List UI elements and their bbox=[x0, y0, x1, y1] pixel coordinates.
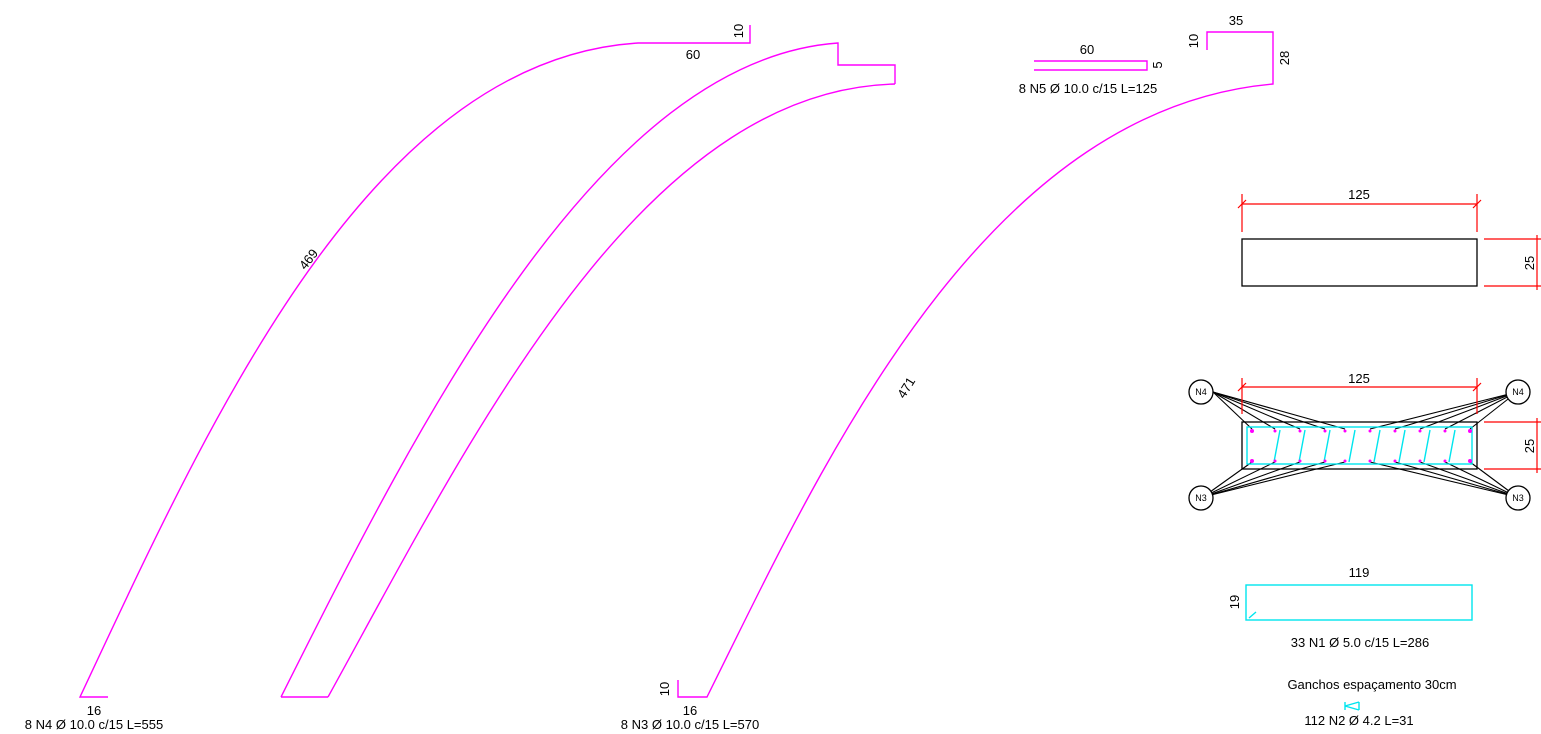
section-detail-ties bbox=[1273, 429, 1456, 463]
bar-n4: 10 60 469 16 8 N4 Ø 10.0 c/15 L=555 bbox=[25, 24, 751, 732]
bar-n5-dim-length: 60 bbox=[1080, 42, 1094, 57]
section-detail-leaders bbox=[1202, 391, 1518, 498]
section-plain-height: 25 bbox=[1522, 256, 1537, 270]
svg-text:N4: N4 bbox=[1512, 387, 1524, 397]
bar-n1-label: 33 N1 Ø 5.0 c/15 L=286 bbox=[1291, 635, 1429, 650]
bar-n3-dim-hook-bottom: 10 bbox=[657, 682, 672, 696]
bar-n4-label: 8 N4 Ø 10.0 c/15 L=555 bbox=[25, 717, 163, 732]
bar-n1: 119 19 33 N1 Ø 5.0 c/15 L=286 bbox=[1227, 565, 1473, 650]
bar-n3-shape bbox=[677, 31, 1274, 698]
node-n3-left: N3 bbox=[1188, 485, 1214, 511]
bar-n1-shape bbox=[1245, 584, 1473, 621]
node-n4-left: N4 bbox=[1188, 379, 1214, 405]
bar-n4-shape bbox=[78, 25, 751, 698]
bar-n3-dim-top: 35 bbox=[1229, 13, 1243, 28]
bar-n1-dim-height: 19 bbox=[1227, 595, 1242, 609]
bar-n4-dim-arc: 469 bbox=[296, 246, 321, 272]
section-plain-outline bbox=[1241, 238, 1478, 287]
bar-n2-note: Ganchos espaçamento 30cm bbox=[1287, 677, 1456, 692]
section-detail-stirrup bbox=[1246, 426, 1473, 465]
bar-n4-dim-hook: 10 bbox=[731, 24, 746, 38]
node-n3-right: N3 bbox=[1505, 485, 1531, 511]
section-plain: 125 25 bbox=[1237, 187, 1541, 290]
bar-n5-shape bbox=[1034, 60, 1148, 71]
bar-n2-label: 112 N2 Ø 4.2 L=31 bbox=[1304, 713, 1413, 728]
bar-n3-dim-arc: 471 bbox=[894, 374, 918, 400]
section-detail: 125 25 N4 N4 N3 N3 bbox=[1188, 371, 1541, 511]
bar-n5-label: 8 N5 Ø 10.0 c/15 L=125 bbox=[1019, 81, 1157, 96]
bar-n1-dim-width: 119 bbox=[1349, 565, 1370, 580]
bar-n5-dim-hook: 5 bbox=[1150, 61, 1165, 68]
bar-n3-dim-hook-top: 10 bbox=[1186, 34, 1201, 48]
section-detail-width-dimension bbox=[1237, 378, 1482, 414]
bar-n1-hook bbox=[1248, 611, 1257, 619]
section-detail-height: 25 bbox=[1522, 439, 1537, 453]
node-n4-right: N4 bbox=[1505, 379, 1531, 405]
bar-double-arc bbox=[280, 42, 896, 698]
bar-n3-dim-right: 28 bbox=[1277, 51, 1292, 65]
bar-n4-dim-top: 60 bbox=[686, 47, 700, 62]
section-plain-width: 125 bbox=[1348, 187, 1370, 202]
section-plain-width-dimension bbox=[1237, 194, 1482, 232]
bar-n3: 10 35 28 471 10 16 8 N3 Ø 10.0 c/15 L=57… bbox=[621, 13, 1292, 732]
section-plain-height-dimension bbox=[1484, 235, 1541, 290]
section-detail-width: 125 bbox=[1348, 371, 1370, 386]
section-detail-height-dimension bbox=[1484, 418, 1541, 473]
bar-n2-shape bbox=[1344, 701, 1360, 711]
bar-n4-dim-bottom: 16 bbox=[87, 703, 101, 718]
bar-n3-dim-bottom: 16 bbox=[683, 703, 697, 718]
bar-double-arc-outer bbox=[280, 42, 896, 698]
section-detail-bars bbox=[1250, 429, 1472, 463]
bar-n2: Ganchos espaçamento 30cm 112 N2 Ø 4.2 L=… bbox=[1287, 677, 1456, 728]
svg-text:N4: N4 bbox=[1195, 387, 1207, 397]
section-detail-outline bbox=[1241, 421, 1478, 470]
bar-n3-label: 8 N3 Ø 10.0 c/15 L=570 bbox=[621, 717, 759, 732]
svg-text:N3: N3 bbox=[1512, 493, 1524, 503]
svg-text:N3: N3 bbox=[1195, 493, 1207, 503]
bar-n5: 60 5 8 N5 Ø 10.0 c/15 L=125 bbox=[1019, 42, 1165, 96]
bar-double-arc-inner bbox=[327, 83, 896, 698]
